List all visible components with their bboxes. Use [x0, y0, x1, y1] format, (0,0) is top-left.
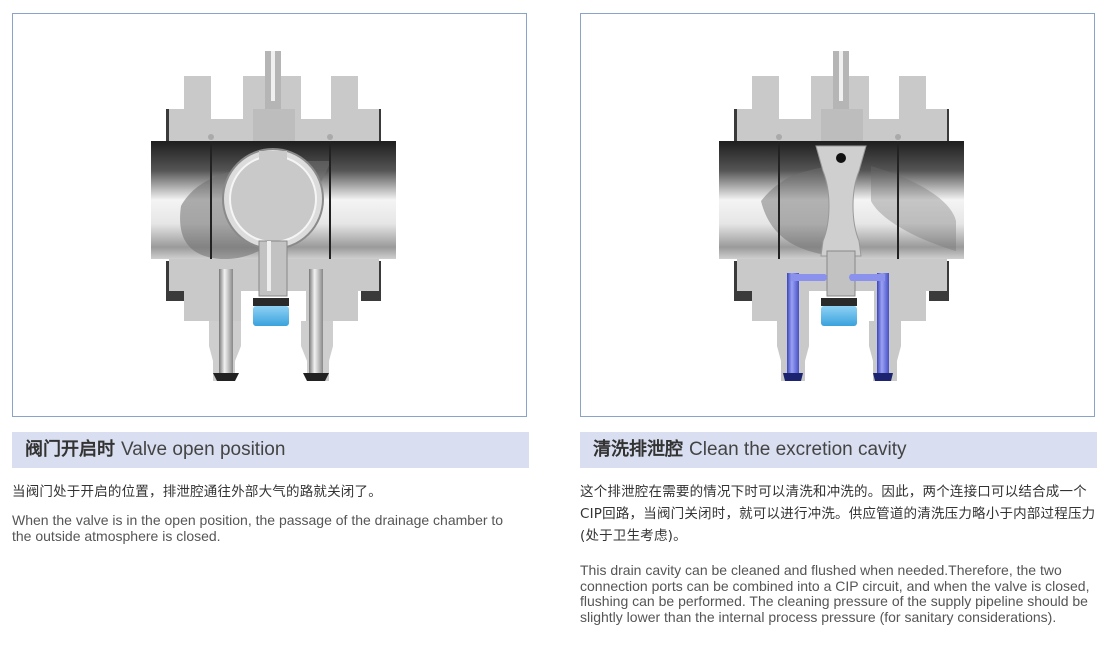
section-header-clean-cavity: 清洗排泄腔 Clean the excretion cavity: [580, 432, 1097, 468]
description-en: When the valve is in the open position, …: [12, 512, 504, 544]
section-title-zh: 阀门开启时: [25, 439, 115, 460]
illustration-frame-valve-open: [12, 13, 527, 417]
section-title-en: Valve open position: [121, 439, 286, 460]
section-title-en: Clean the excretion cavity: [689, 439, 907, 460]
valve-open-diagram: [151, 51, 396, 381]
description-en: This drain cavity can be cleaned and flu…: [580, 562, 1090, 625]
illustration-frame-clean-cavity: [580, 13, 1095, 417]
section-title-zh: 清洗排泄腔: [593, 439, 683, 460]
description-zh: 这个排泄腔在需要的情况下时可以清洗和冲洗的。因此，两个连接口可以结合成一个CIP…: [580, 484, 1096, 544]
clean-cavity-diagram: [719, 51, 964, 381]
section-header-valve-open: 阀门开启时 Valve open position: [12, 432, 529, 468]
description-zh: 当阀门处于开启的位置，排泄腔通往外部大气的路就关闭了。: [12, 484, 382, 500]
